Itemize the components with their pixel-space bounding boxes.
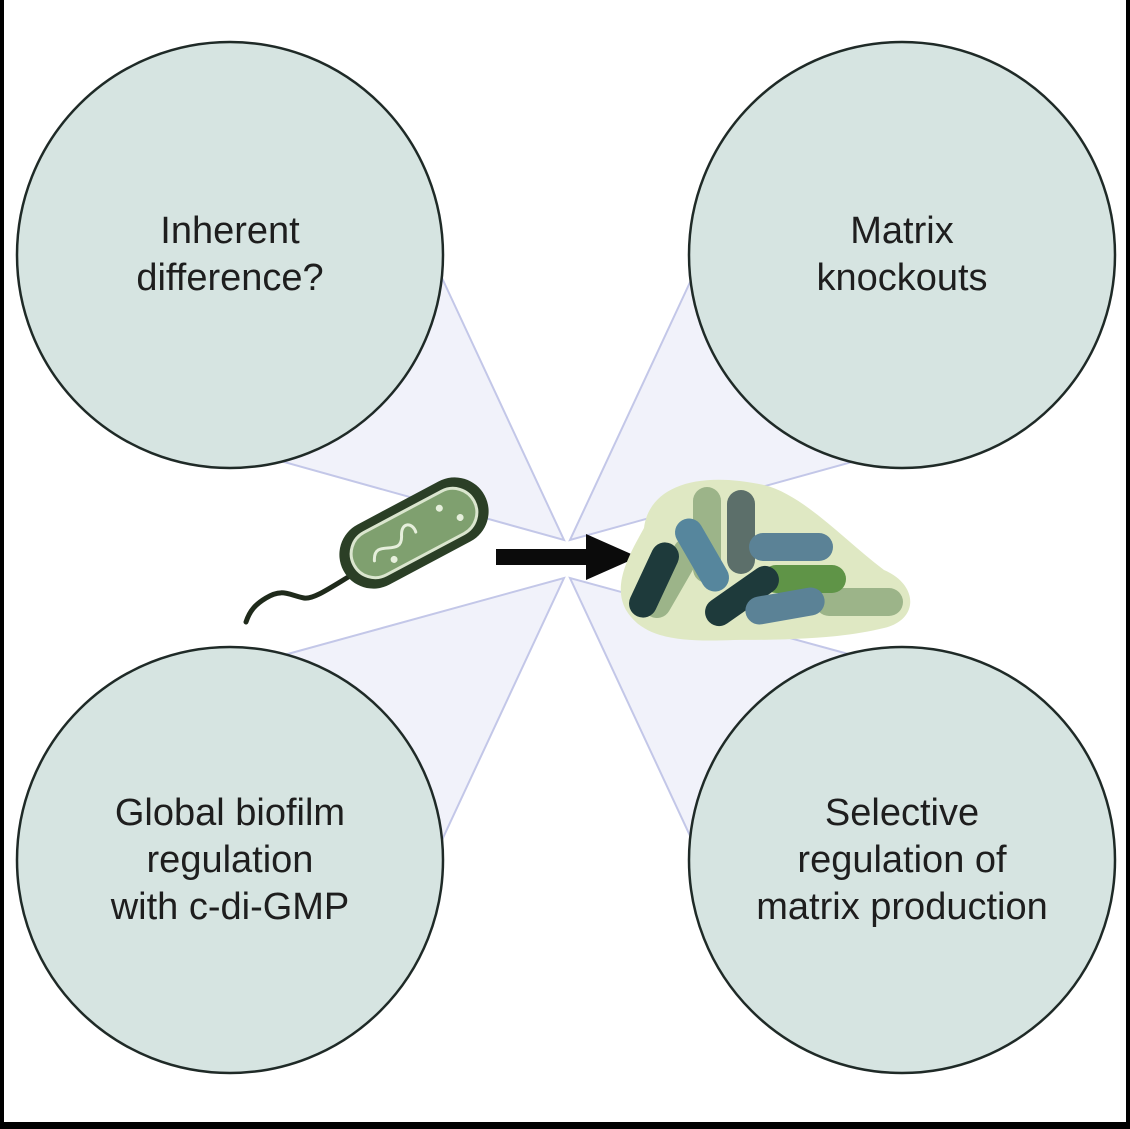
circles	[15, 40, 1117, 1075]
biofilm-cluster-icon	[620, 479, 911, 641]
label-selective-regulation: Selective regulation of matrix productio…	[756, 791, 1048, 928]
diagram-canvas	[15, 40, 1117, 1075]
circle-bottom-right	[687, 645, 1117, 1075]
biofilm-cell	[675, 518, 729, 592]
zoom-cones	[282, 276, 854, 842]
circle-top-right	[687, 40, 1117, 470]
circle-top-left	[15, 40, 445, 470]
biofilm-cell	[815, 588, 903, 616]
biofilm-cell	[745, 587, 825, 625]
right-arrow-icon	[496, 534, 638, 580]
biofilm-cell	[762, 565, 846, 593]
label-global-biofilm-regulation: Global biofilm regulation with c-di-GMP	[110, 791, 350, 928]
biofilm-cell	[629, 542, 679, 618]
label-inherent-difference: Inherent difference?	[136, 210, 324, 299]
circle-bottom-left	[15, 645, 445, 1075]
biofilm-cell	[749, 533, 833, 561]
biofilm-cell	[705, 565, 779, 627]
flagellum	[243, 567, 363, 625]
bacterium-body	[339, 477, 489, 589]
label-matrix-knockouts: Matrix knockouts	[816, 210, 988, 299]
figure-panel: Inherent difference? Matrix knockouts Gl…	[4, 0, 1126, 1122]
biofilm-cell	[727, 490, 755, 574]
planktonic-bacterium-icon	[243, 477, 489, 625]
